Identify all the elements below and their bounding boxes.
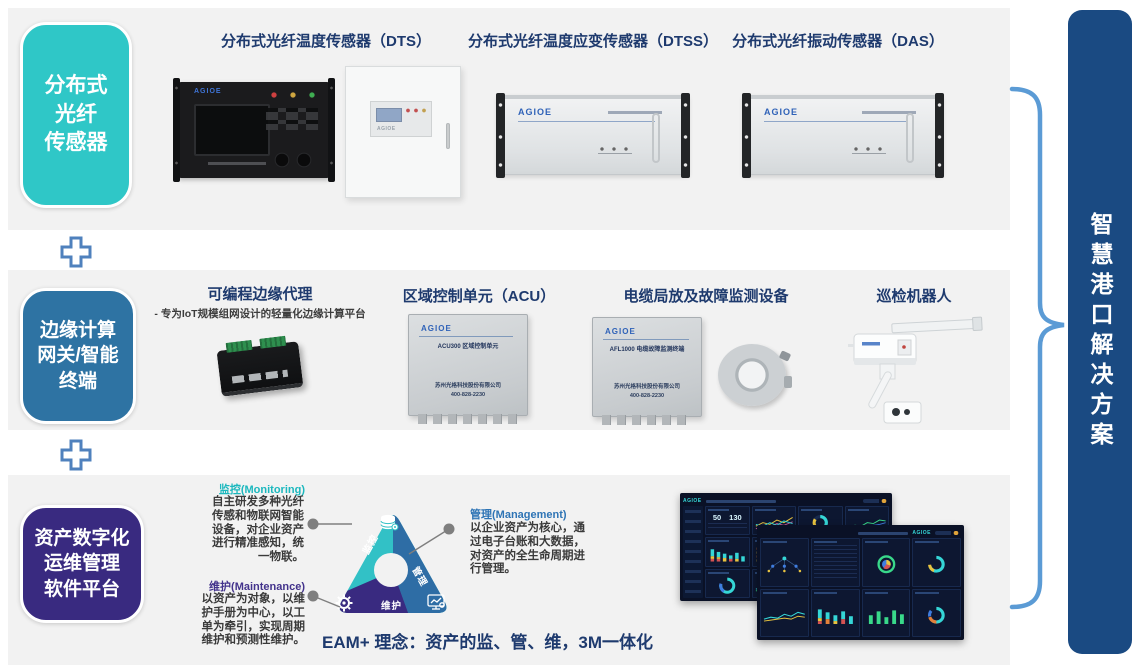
- curly-brace-icon: [1009, 86, 1065, 610]
- dtss-rack-device-image: AGIOE: [496, 93, 690, 178]
- stat-value: 130: [729, 513, 742, 522]
- eam-concept-line: EAM+ 理念：资产的监、管、维，3M一体化: [322, 633, 654, 652]
- device-screen: [194, 104, 270, 156]
- dashboard-brand-logo: AGIOE: [912, 530, 931, 536]
- triangle-label-maintenance: 维护: [381, 600, 402, 612]
- das-rack-device-image: AGIOE: [742, 93, 944, 178]
- dts-host-device-image: AGIOE: [173, 78, 335, 182]
- cable-monitor-device-image: AGIOE AFL1000 电缆故障监测终端 苏州光格科技股份有限公司 400-…: [592, 317, 702, 425]
- cable-monitor-title: 电缆局放及故障监测设备: [623, 288, 789, 305]
- edge-agent-title: 可编程边缘代理: [207, 286, 313, 303]
- device-phone-label: 400-828-2230: [629, 393, 665, 399]
- dtss-title: 分布式光纤温度应变传感器（DTSS）: [467, 33, 718, 50]
- donut-chart-card: [705, 568, 750, 598]
- row-label-edge-computing: 边缘计算 网关/智能 终端: [20, 288, 136, 424]
- device-brand-label: AGIOE: [764, 107, 799, 117]
- acu-device-image: AGIOE ACU300 区域控制单元 苏州光格科技股份有限公司 400-828…: [408, 314, 528, 424]
- dashboard-header: AGIOE: [683, 496, 889, 506]
- network-tree-card: [760, 538, 809, 587]
- gear-icon: [335, 594, 353, 612]
- solution-title-box: 智慧港口解决方案: [1068, 10, 1132, 654]
- dts-title: 分布式光纤温度传感器（DTS）: [220, 33, 431, 50]
- row-label-line: 网关/智能: [37, 345, 119, 367]
- device-model-label: AFL1000 电缆故障监测终端: [609, 347, 685, 353]
- stat-card: 50 130: [705, 506, 750, 536]
- plus-icon: [60, 439, 92, 471]
- maintenance-header: 维护(Maintenance): [209, 581, 305, 593]
- device-model-label: ACU300 区域控制单元: [437, 344, 499, 350]
- management-body: 以企业资产为核心，通过电子台账和大数据，对资产的全生命周期进行管理。: [470, 522, 585, 576]
- management-header: 管理(Management): [470, 509, 567, 521]
- edge-agent-device-image: [213, 332, 308, 407]
- robot-title: 巡检机器人: [876, 288, 952, 305]
- row-label-line: 边缘计算: [39, 319, 116, 341]
- row-label-line: 资产数字化: [34, 527, 130, 549]
- device-phone-label: 400-828-2230: [450, 392, 486, 398]
- donut-chart-card: [912, 538, 961, 587]
- dashboard-header: AGIOE: [760, 528, 961, 538]
- line-chart-card: [760, 588, 809, 637]
- monitoring-header: 监控(Monitoring): [218, 484, 305, 496]
- plus-icon: [60, 236, 92, 268]
- solution-title: 智慧港口解决方案: [1087, 212, 1113, 452]
- row-label-line: 光纤: [55, 102, 97, 126]
- device-brand-label: AGIOE: [194, 88, 222, 95]
- eam-triangle-diagram: 监控 管理 维护: [335, 514, 447, 614]
- device-brand-label: AGIOE: [605, 327, 636, 336]
- row-label-line: 软件平台: [43, 578, 120, 600]
- list-card: [810, 538, 860, 587]
- stacked-bar-card: [810, 588, 860, 637]
- donut-chart-card: [912, 588, 961, 637]
- row-label-software-platform: 资产数字化 运维管理 软件平台: [20, 505, 144, 623]
- das-title: 分布式光纤振动传感器（DAS）: [732, 33, 944, 50]
- row-software-platform: 资产数字化 运维管理 软件平台 监控(Monitoring) 自主研发多种光纤传…: [8, 475, 1010, 665]
- database-icon: [380, 514, 399, 531]
- cabinet-panel: AGIOE: [370, 101, 432, 137]
- device-company-label: 苏州光格科技股份有限公司: [434, 383, 501, 389]
- edge-agent-subtitle: - 专为IoT规模组网设计的轻量化边缘计算平台: [154, 308, 366, 320]
- device-brand-label: AGIOE: [421, 324, 452, 333]
- monitor-icon: [427, 594, 445, 610]
- dashboard-sidebar: [683, 506, 703, 598]
- device-brand-label: AGIOE: [377, 126, 396, 132]
- cable-ring-sensor-image: [714, 342, 792, 410]
- stat-value: 50: [712, 513, 722, 522]
- stacked-bar-card: [705, 537, 750, 567]
- inspection-robot-image: [848, 316, 983, 424]
- dashboard-brand-logo: AGIOE: [683, 498, 702, 504]
- row-label-fiber-sensors: 分布式 光纤 传感器: [20, 22, 132, 208]
- dashboard-screenshot-front: AGIOE: [757, 525, 964, 640]
- device-company-label: 苏州光格科技股份有限公司: [613, 384, 680, 390]
- row-label-line: 运维管理: [43, 553, 120, 575]
- row-label-line: 终端: [58, 370, 97, 392]
- row-edge-computing: 边缘计算 网关/智能 终端 可编程边缘代理 - 专为IoT规模组网设计的轻量化边…: [8, 270, 1010, 430]
- bar-chart-card: [861, 588, 911, 637]
- pie-chart-card: [861, 538, 911, 587]
- maintenance-body: 以资产为对象，以维护手册为中心，以工单为牵引，实现周期维护和预测性维护。: [201, 593, 306, 647]
- acu-title: 区域控制单元（ACU）: [402, 288, 556, 305]
- row-label-line: 分布式: [44, 74, 108, 98]
- device-brand-label: AGIOE: [518, 107, 553, 117]
- row-label-line: 传感器: [44, 131, 108, 155]
- monitoring-body: 自主研发多种光纤传感和物联网智能设备，对企业资产进行精准感知，统一物联。: [212, 496, 304, 564]
- row-fiber-sensors: 分布式 光纤 传感器 分布式光纤温度传感器（DTS） 分布式光纤温度应变传感器（…: [8, 8, 1010, 230]
- dts-wall-cabinet-image: AGIOE: [345, 66, 461, 198]
